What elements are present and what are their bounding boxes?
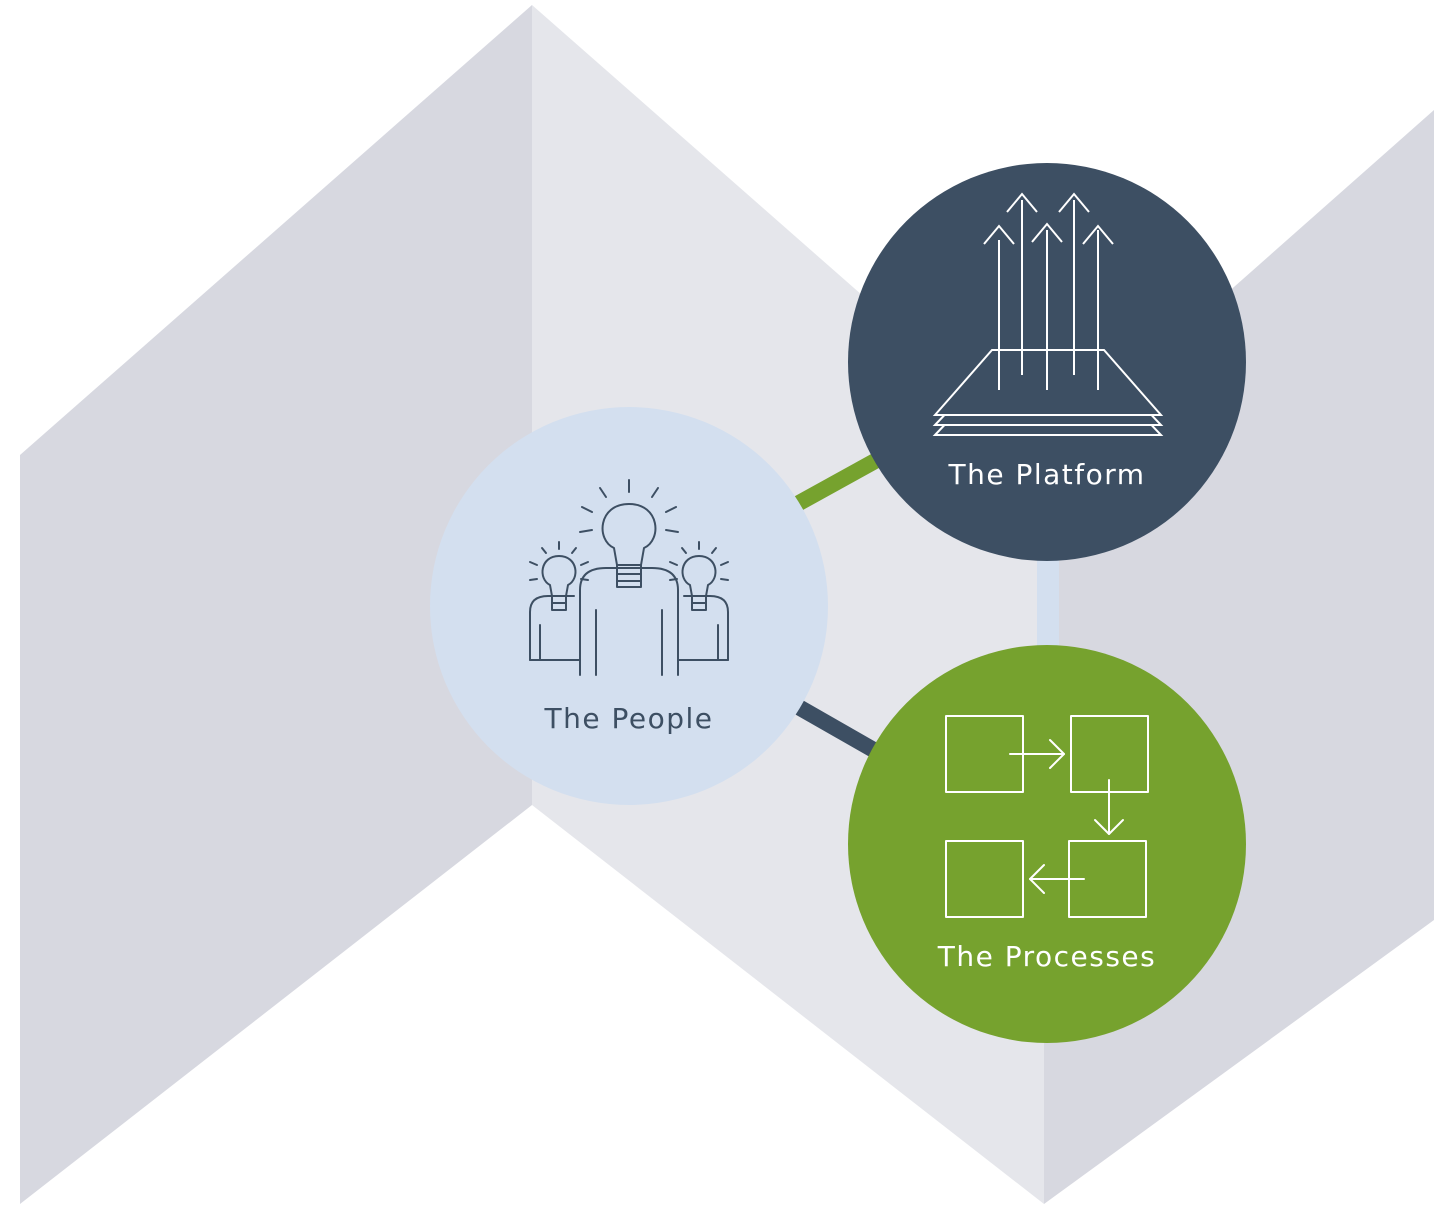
node-platform-label: The Platform [948, 458, 1146, 491]
process-flow-icon [945, 715, 1149, 918]
layers-arrows-up-icon [932, 192, 1164, 436]
people-lightbulb-icon [529, 479, 729, 676]
node-people-circle [430, 407, 828, 805]
node-processes-label: The Processes [937, 940, 1157, 973]
node-processes-circle [848, 645, 1246, 1043]
node-people-label: The People [544, 702, 714, 735]
connector-platform-processes [1037, 552, 1059, 662]
background-panel-left [20, 5, 532, 1204]
